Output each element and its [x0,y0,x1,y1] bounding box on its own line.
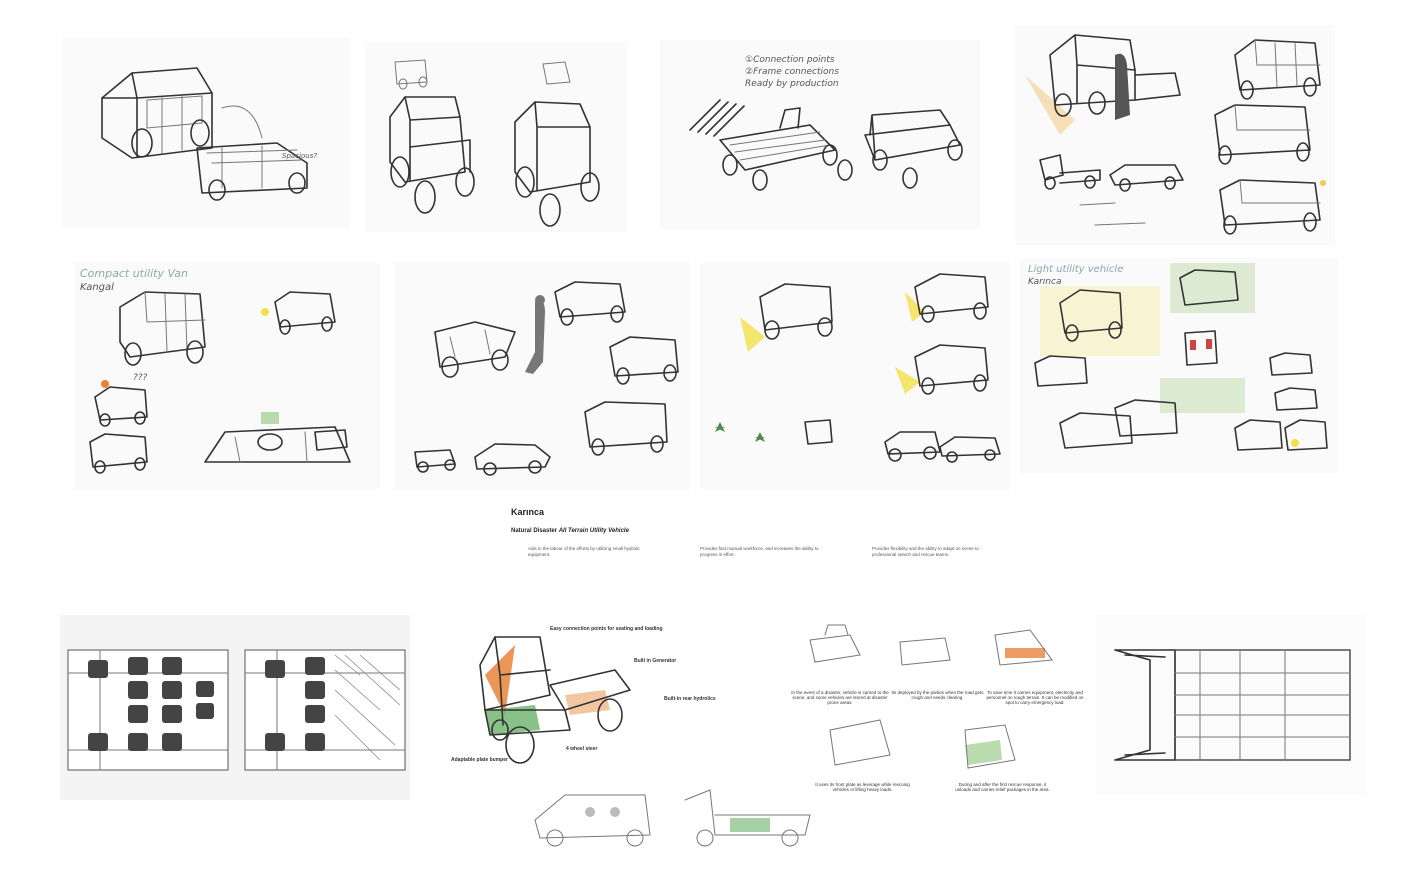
storyboard-caption-4: It uses its front plate as leverage whil… [815,782,910,792]
description-workforce: Provides fast manual workforce, and incr… [700,546,819,557]
sketch-panel-utility-variants [1015,25,1335,245]
svg-text:②Frame connections: ②Frame connections [745,67,839,77]
storyboard-caption-1: In the event of a disaster, vehicle is c… [791,690,889,705]
sketch-panel-lighting [700,262,1010,490]
storyboard-panel [790,620,1060,795]
svg-text:Light utility vehicle: Light utility vehicle [1028,264,1123,275]
top-view-plan-panel [1095,615,1365,795]
svg-text:Kangal: Kangal [80,282,114,293]
sketch-panel-karinca-light: Light utility vehicle Karınca [1020,258,1338,473]
callout-generator: Built in Generator [634,658,677,664]
svg-text:???: ??? [133,373,148,383]
project-subtitle: Natural Disaster All Terrain Utility Veh… [511,528,629,534]
storyboard-caption-3: To save time it carries equipment, elect… [986,690,1084,705]
storyboard-caption-5: During and after the first rescue respon… [955,782,1050,792]
storyboard-caption-2: Its deployed by the parties when the roa… [891,690,984,700]
svg-text:Spacious?: Spacious? [282,152,317,160]
svg-text:Karınca: Karınca [1028,277,1061,287]
callout-steer: 4 wheel steer [566,746,598,752]
svg-text:Compact utility Van: Compact utility Van [80,267,188,280]
vehicle-callout-panel [445,615,680,785]
sketch-panel-scale-compare [395,262,690,490]
svg-text:Ready by production: Ready by production [745,79,839,89]
note-connection-points: ①Connection points [745,55,835,65]
sketch-panel-van-concept: Spacious? [62,38,350,228]
sketch-panel-chassis: ①Connection points ②Frame connections Re… [660,40,980,230]
side-view-sketch-panel [525,780,815,855]
description-labour: Aids in the labour of the efforts by uti… [528,546,640,557]
project-title: Karınca [511,507,545,517]
seating-layout-panel [60,615,410,800]
callout-connection-points: Easy connection points for seating and l… [550,626,663,632]
sketch-panel-frame-concept [365,42,627,232]
callout-bumper: Adaptable plate bumper [451,757,508,763]
callout-hydrolics: Built-in rear hydrolics [664,696,716,702]
description-flexibility: Provides flexibility and the ability to … [872,546,979,557]
sketch-panel-kangal: Compact utility Van Kangal ??? [75,262,380,490]
